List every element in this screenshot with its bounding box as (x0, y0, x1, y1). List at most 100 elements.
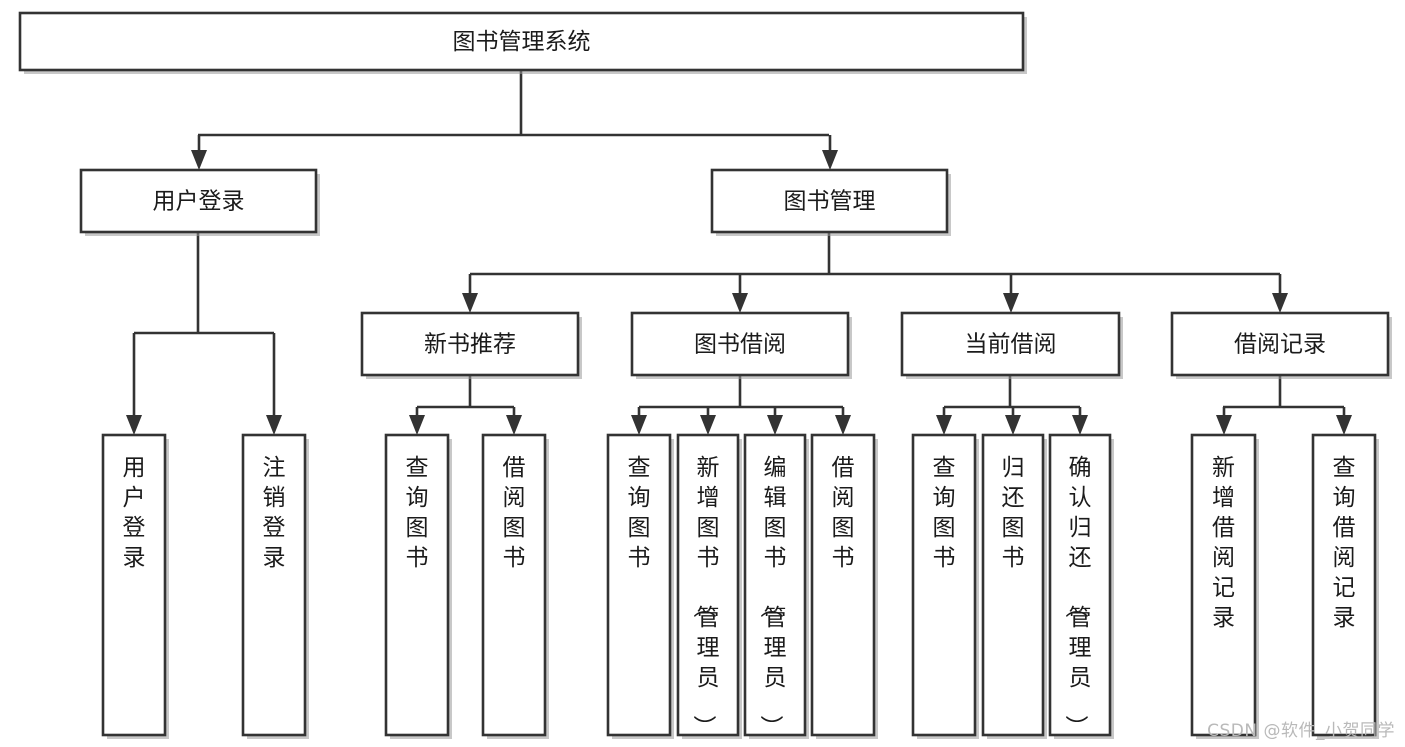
connector-edge (631, 407, 647, 435)
node-leaf-edit-book[interactable]: 编辑图书（管理员） (743, 433, 809, 739)
node-book-manage[interactable]: 图书管理 (710, 168, 951, 236)
arrow-head-icon (936, 415, 952, 435)
arrow-head-icon (822, 150, 838, 170)
connector-edge (732, 274, 748, 313)
node-leaf-borrow-book-2[interactable]: 借阅图书 (810, 433, 878, 739)
node-label: 用户登录 (123, 455, 146, 571)
node-root[interactable]: 图书管理系统 (18, 11, 1027, 74)
node-new-book-recommend[interactable]: 新书推荐 (360, 311, 582, 379)
node-label: 注销登录 (263, 455, 286, 571)
node-box[interactable] (481, 433, 547, 737)
arrow-head-icon (1216, 415, 1232, 435)
node-box[interactable] (18, 11, 1025, 72)
connector-layer (126, 70, 1352, 435)
node-label: 图书管理 (784, 189, 876, 215)
arrow-head-icon (1072, 415, 1088, 435)
node-box[interactable] (606, 433, 672, 737)
arrow-head-icon (1003, 293, 1019, 313)
node-label: 图书管理系统 (453, 29, 591, 55)
node-label: 确认归还（管理员） (1063, 455, 1092, 738)
node-box[interactable] (1311, 433, 1377, 737)
node-label: 借阅图书 (832, 455, 855, 571)
node-borrow-record[interactable]: 借阅记录 (1170, 311, 1392, 379)
node-label: 查询图书 (628, 455, 651, 571)
node-label: 归还图书 (1002, 455, 1025, 571)
arrow-head-icon (506, 415, 522, 435)
node-label: 当前借阅 (965, 332, 1057, 358)
arrow-head-icon (1272, 293, 1288, 313)
arrow-head-icon (835, 415, 851, 435)
node-leaf-confirm-return[interactable]: 确认归还（管理员） (1048, 433, 1114, 739)
connector-bus (470, 232, 1280, 276)
connector-edge (126, 333, 142, 435)
node-leaf-add-record[interactable]: 新增借阅记录 (1190, 433, 1259, 739)
node-box[interactable] (384, 433, 450, 737)
connector-edge (767, 407, 783, 435)
node-box[interactable] (1048, 433, 1112, 737)
connector-edge (1003, 274, 1019, 313)
node-box[interactable] (743, 433, 807, 737)
arrow-head-icon (767, 415, 783, 435)
connector-bus (1223, 375, 1344, 409)
connector-edge (1272, 274, 1288, 313)
connector-edge (191, 135, 207, 170)
node-box[interactable] (630, 311, 850, 377)
node-label: 新书推荐 (424, 332, 516, 358)
node-current-borrow[interactable]: 当前借阅 (900, 311, 1123, 379)
node-label: 编辑图书（管理员） (758, 455, 787, 738)
connector-edge (266, 333, 282, 435)
connector-bus (198, 70, 829, 137)
connector-bus (639, 375, 843, 409)
connector-bus (944, 375, 1080, 409)
node-box[interactable] (900, 311, 1121, 377)
connector-edge (822, 135, 838, 170)
arrow-head-icon (409, 415, 425, 435)
node-box[interactable] (79, 168, 318, 234)
node-user-login[interactable]: 用户登录 (79, 168, 320, 236)
node-book-borrow[interactable]: 图书借阅 (630, 311, 852, 379)
connector-edge (1336, 407, 1352, 435)
node-box[interactable] (1190, 433, 1257, 737)
node-label: 新增图书（管理员） (691, 455, 720, 738)
node-box[interactable] (360, 311, 580, 377)
node-label: 查询图书 (406, 455, 429, 571)
connector-bus (417, 375, 514, 409)
connector-bus (134, 232, 274, 335)
node-leaf-query-record[interactable]: 查询借阅记录 (1311, 433, 1379, 739)
node-label: 借阅图书 (503, 455, 526, 571)
node-box[interactable] (710, 168, 949, 234)
node-leaf-query-book-1[interactable]: 查询图书 (384, 433, 452, 739)
arrow-head-icon (126, 415, 142, 435)
arrow-head-icon (266, 415, 282, 435)
node-box[interactable] (676, 433, 740, 737)
arrow-head-icon (1005, 415, 1021, 435)
arrow-head-icon (462, 293, 478, 313)
arrow-head-icon (191, 150, 207, 170)
connector-edge (506, 407, 522, 435)
node-label: 用户登录 (153, 189, 245, 215)
node-box[interactable] (101, 433, 167, 737)
connector-edge (936, 407, 952, 435)
node-label: 借阅记录 (1234, 332, 1326, 358)
connector-edge (835, 407, 851, 435)
node-box[interactable] (810, 433, 876, 737)
node-box[interactable] (1170, 311, 1390, 377)
node-leaf-logout[interactable]: 注销登录 (241, 433, 309, 739)
node-leaf-add-book[interactable]: 新增图书（管理员） (676, 433, 742, 739)
node-box[interactable] (911, 433, 977, 737)
node-leaf-borrow-book-1[interactable]: 借阅图书 (481, 433, 549, 739)
connector-edge (1072, 407, 1088, 435)
node-leaf-query-book-2[interactable]: 查询图书 (606, 433, 674, 739)
node-leaf-user-login[interactable]: 用户登录 (101, 433, 169, 739)
connector-edge (700, 407, 716, 435)
node-box[interactable] (981, 433, 1045, 737)
node-leaf-return-book[interactable]: 归还图书 (981, 433, 1047, 739)
node-leaf-query-book-3[interactable]: 查询图书 (911, 433, 979, 739)
arrow-head-icon (631, 415, 647, 435)
node-box[interactable] (241, 433, 307, 737)
arrow-head-icon (732, 293, 748, 313)
node-layer: 图书管理系统用户登录图书管理新书推荐图书借阅当前借阅借阅记录用户登录注销登录查询… (18, 11, 1392, 739)
arrow-head-icon (700, 415, 716, 435)
